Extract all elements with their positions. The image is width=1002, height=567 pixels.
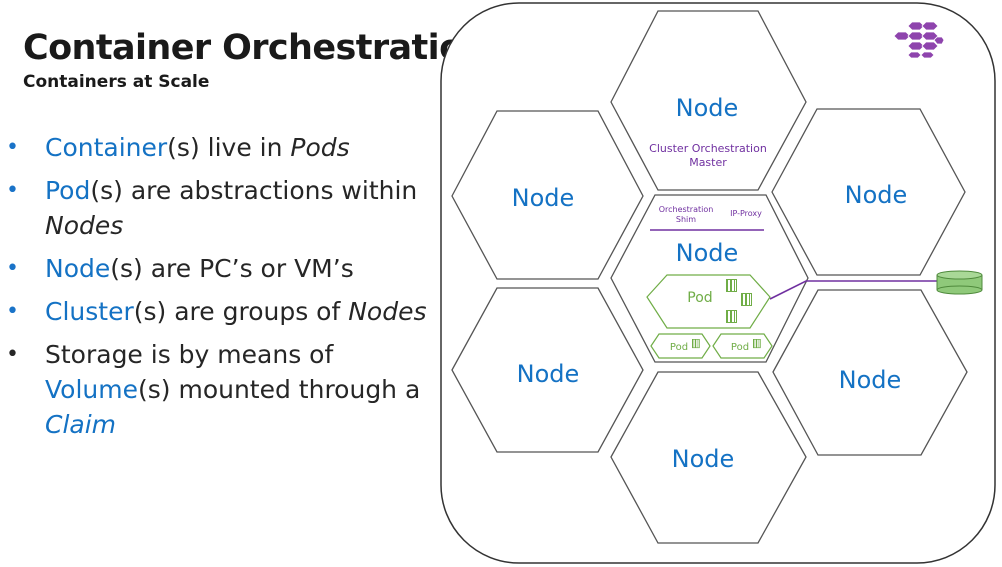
bullet-keyword: Node	[45, 254, 111, 283]
node-hexagon-top	[610, 10, 807, 191]
pod-label: Pod	[731, 342, 749, 353]
node-label: Node	[839, 366, 902, 394]
cluster-logo-icon	[893, 21, 945, 59]
bullet-clusters: • Cluster(s) are groups of Nodes	[0, 294, 440, 329]
node-label: Node	[676, 94, 739, 122]
bullet-dot-icon: •	[6, 256, 19, 281]
bullet-dot-icon: •	[6, 342, 19, 367]
bullet-text: Storage is by means of	[45, 340, 334, 369]
bullet-list: • Container(s) live in Pods • Pod(s) are…	[0, 130, 440, 450]
bullet-italic: Claim	[45, 410, 117, 439]
node-hexagon-left-top	[451, 110, 644, 280]
bullet-keyword: Cluster	[45, 297, 134, 326]
bullet-containers: • Container(s) live in Pods	[0, 130, 440, 165]
bullet-dot-icon: •	[6, 299, 19, 324]
slide-title: Container Orchestration	[23, 28, 487, 68]
node-label: Node	[845, 181, 908, 209]
slide-subtitle: Containers at Scale	[23, 72, 210, 92]
container-icon	[753, 339, 761, 349]
volume-claim-line	[769, 280, 937, 300]
shim-label: Shim	[676, 215, 696, 224]
bullet-dot-icon: •	[6, 135, 19, 160]
bullet-italic: Nodes	[45, 211, 124, 240]
node-hexagon-right-bottom	[772, 289, 968, 456]
master-label: Master	[689, 156, 727, 169]
container-icon	[726, 310, 737, 323]
bullet-text: (s) are groups of	[133, 297, 349, 326]
storage-cylinder-icon	[936, 270, 983, 295]
node-hexagon-right-top	[771, 108, 966, 276]
node-label: Node	[676, 239, 739, 267]
bullet-dot-icon: •	[6, 178, 19, 203]
bullet-text: (s) are PC’s or VM’s	[110, 254, 354, 283]
container-icon	[692, 339, 700, 349]
bullet-storage: • Storage is by means of Volume(s) mount…	[0, 337, 440, 442]
bullet-keyword: Container	[45, 133, 168, 162]
bullet-italic: Nodes	[348, 297, 427, 326]
node-hexagon-left-bottom	[451, 287, 644, 453]
bullet-text: (s) live in	[167, 133, 291, 162]
bullet-nodes: • Node(s) are PC’s or VM’s	[0, 251, 440, 286]
pod-label: Pod	[687, 290, 712, 306]
container-icon	[741, 293, 752, 306]
proxy-label: IP-Proxy	[730, 209, 762, 218]
bullet-pods: • Pod(s) are abstractions within Nodes	[0, 173, 440, 243]
node-label: Node	[512, 184, 575, 212]
pod-label: Pod	[670, 342, 688, 353]
master-label: Cluster Orchestration	[649, 142, 767, 155]
pod-hexagon-large	[646, 274, 771, 329]
bullet-text: (s) mounted through a	[137, 375, 421, 404]
shim-label: Orchestration	[659, 205, 714, 214]
bullet-keyword: Volume	[45, 375, 138, 404]
node-label: Node	[672, 445, 735, 473]
bullet-italic: Pods	[290, 133, 350, 162]
container-icon	[726, 279, 737, 292]
bullet-text: (s) are abstractions within	[90, 176, 418, 205]
node-label: Node	[517, 360, 580, 388]
bullet-keyword: Pod	[45, 176, 91, 205]
node-hexagon-bottom	[610, 371, 807, 544]
